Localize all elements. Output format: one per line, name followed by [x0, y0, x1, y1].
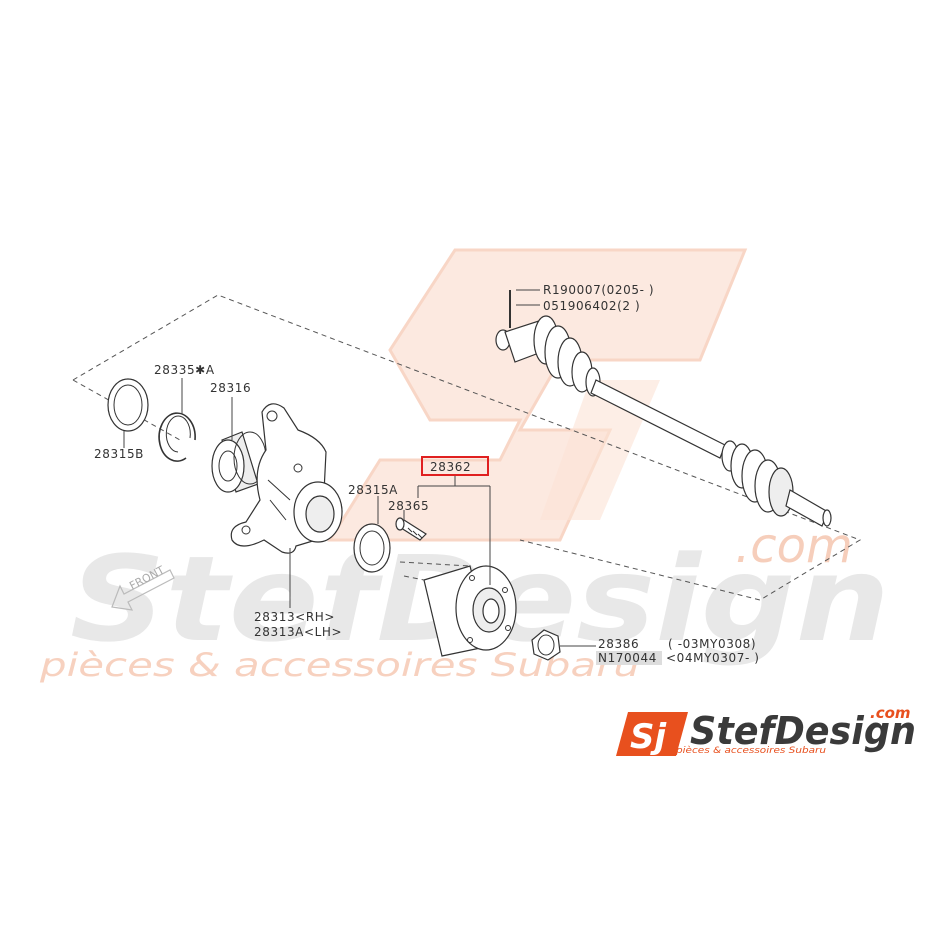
label-28365: 28365	[388, 499, 429, 513]
knuckle-housing-28313	[230, 403, 343, 554]
stefdesign-logo[interactable]: Sj StefDesign .com pièces & accessoires …	[616, 704, 916, 757]
label-n170044-range: <04MY0307- )	[666, 651, 760, 665]
label-28315b: 28315B	[94, 447, 144, 461]
logo-brand: StefDesign	[690, 709, 916, 753]
axle-shaft-assembly	[495, 290, 832, 527]
assembly-dashed-outline	[72, 294, 862, 601]
snap-ring-28335	[158, 412, 196, 462]
logo-badge	[616, 712, 688, 756]
label-28335: 28335✱A	[154, 363, 215, 377]
label-28386-range: ( -03MY0308)	[668, 637, 756, 651]
label-n170044: N170044	[598, 651, 657, 665]
label-28362[interactable]: 28362	[430, 460, 471, 474]
label-28386: 28386	[598, 637, 639, 651]
highlight-box-28362	[421, 456, 489, 476]
assembly-dashed-return	[72, 379, 181, 441]
label-051906402: 051906402(2 )	[543, 299, 640, 313]
label-28316: 28316	[210, 381, 251, 395]
logo-dotcom: .com	[870, 704, 911, 722]
logo-badge-text: Sj	[630, 717, 667, 757]
drive-shaft-bar	[590, 379, 726, 459]
hub-bolt-28365	[395, 517, 427, 541]
leader-r190007	[516, 289, 540, 306]
watermark-dotcom: .com	[735, 518, 853, 574]
axle-nut-28386	[531, 629, 561, 661]
label-28313a: 28313A<LH>	[254, 625, 342, 639]
label-28315a: 28315A	[348, 483, 398, 497]
seal-28315b	[107, 378, 149, 432]
logo-tagline: pièces & accessoires Subaru	[675, 745, 826, 756]
inner-stub-shaft	[785, 489, 829, 527]
watermark-s-shape	[327, 248, 748, 542]
label-28313: 28313<RH>	[254, 610, 335, 624]
hub-28362	[399, 561, 517, 657]
seal-28315a	[353, 523, 391, 573]
watermark-j-shape	[540, 380, 660, 520]
inner-boot	[721, 440, 794, 517]
n170044-shade	[596, 651, 662, 665]
leader-28362	[417, 474, 491, 585]
label-r190007: R190007(0205- )	[543, 283, 654, 297]
